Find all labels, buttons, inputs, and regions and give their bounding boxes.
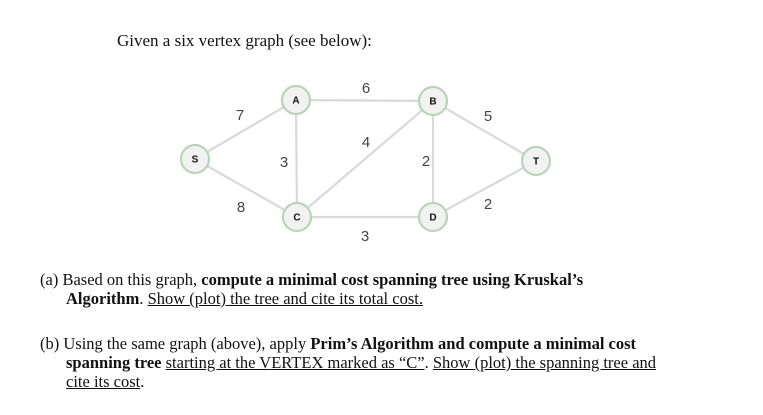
edge-a-c: [294, 99, 299, 218]
question-b-bold: Prim’s Algorithm and compute a minimal c…: [310, 334, 637, 353]
vertex-s: S: [179, 143, 211, 175]
edge-c-b: [296, 100, 434, 218]
vertex-t-label: T: [533, 157, 539, 168]
edge-weight-b-d: 2: [422, 153, 430, 170]
question-a-bold-2: Algorithm: [66, 289, 140, 308]
edge-weight-b-t: 5: [484, 108, 492, 125]
question-b-underlined-1: starting at the VERTEX marked as “C”: [165, 353, 425, 372]
vertex-t-circle: [520, 145, 552, 177]
question-b-underlined-2b: cite its cost: [66, 372, 141, 391]
vertex-a: A: [280, 84, 312, 116]
vertex-c-circle: [281, 201, 313, 233]
vertex-b-circle: [417, 85, 449, 117]
vertex-b: B: [417, 85, 449, 117]
intro-text: Given a six vertex graph (see below):: [117, 31, 372, 50]
question-b-end: .: [140, 372, 145, 391]
edge-weight-c-b: 4: [362, 134, 370, 151]
vertex-c: C: [281, 201, 313, 233]
vertex-b-label: B: [429, 97, 436, 108]
edge-weight-c-d: 3: [361, 228, 369, 245]
vertex-d-circle: [417, 201, 449, 233]
vertex-d: D: [417, 201, 449, 233]
vertex-d-label: D: [429, 213, 436, 224]
edge-s-c: [194, 158, 298, 218]
vertex-s-circle: [179, 143, 211, 175]
question-a-underlined: Show (plot) the tree and cite its total …: [147, 289, 423, 308]
edge-a-b: [295, 98, 434, 103]
vertex-s-label: S: [192, 155, 199, 166]
vertex-a-label: A: [292, 96, 299, 107]
vertex-t: T: [520, 145, 552, 177]
nodes-layer: S A B C D T: [179, 84, 552, 233]
question-a-bold: compute a minimal cost spanning tree usi…: [201, 270, 584, 289]
edge-b-t: [432, 100, 537, 162]
question-b-bold-2: spanning tree: [66, 353, 162, 372]
graph-diagram: 7 8 6 3 4 3 2 5 2 S A B C D T: [179, 80, 552, 245]
question-a-prefix: (a) Based on this graph,: [40, 270, 202, 289]
edge-weight-d-t: 2: [484, 196, 492, 213]
question-b-mid: .: [424, 353, 433, 372]
edge-weight-a-b: 6: [362, 80, 370, 97]
edge-s-a: [194, 99, 297, 160]
edges-layer: [194, 98, 537, 219]
edge-d-t: [432, 160, 537, 218]
vertex-a-circle: [280, 84, 312, 116]
question-b-prefix: (b) Using the same graph (above), apply: [40, 334, 311, 353]
question-b: (b) Using the same graph (above), apply …: [40, 334, 740, 391]
question-a-mid: .: [139, 289, 148, 308]
vertex-c-label: C: [293, 213, 300, 224]
edge-weight-s-c: 8: [237, 199, 245, 216]
question-a: (a) Based on this graph, compute a minim…: [40, 270, 740, 308]
weights-layer: 7 8 6 3 4 3 2 5 2: [236, 80, 492, 245]
edge-weight-a-c: 3: [280, 154, 288, 171]
edge-weight-s-a: 7: [236, 107, 244, 124]
question-b-underlined-2a: Show (plot) the spanning tree and: [432, 353, 657, 372]
